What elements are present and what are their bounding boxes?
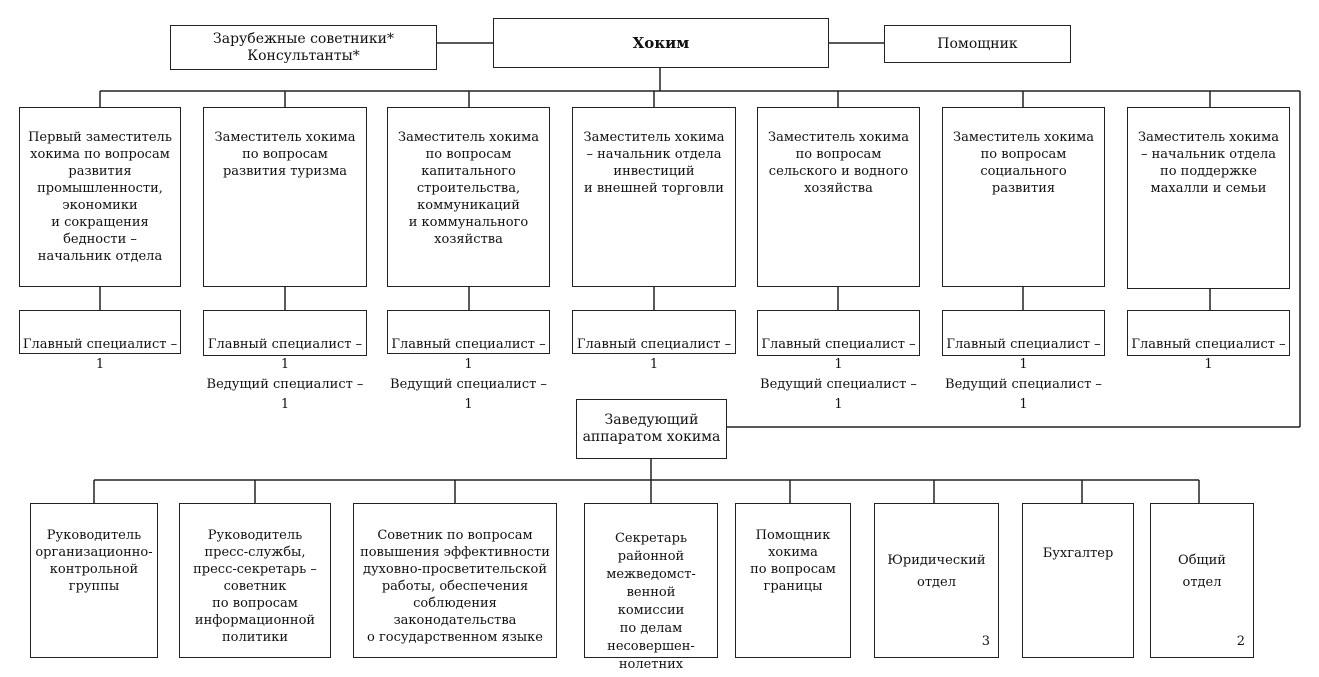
unit-title: Общий отдел [1178,553,1226,590]
unit-box-6: Юридический отдел 3 [874,503,999,658]
deputy-title: Заместитель хокима по вопросам капитальн… [398,130,539,247]
deputy-title: Первый заместитель хокима по вопросам ра… [28,130,172,264]
deputy-box-1: Первый заместитель хокима по вопросам ра… [19,107,181,287]
unit-box-2: Руководитель пресс-службы, пресс-секрета… [179,503,331,658]
unit-title: Руководитель пресс-службы, пресс-секрета… [193,528,317,645]
apparatus-head-label: Заведующий аппаратом хокима [582,412,721,445]
unit-title: Юридический отдел [887,553,986,590]
deputy-title: Заместитель хокима по вопросам социально… [953,130,1094,196]
staff-box-3: Главный специалист – 1 Ведущий специалис… [387,310,550,412]
staff-label: Главный специалист – 1 Ведущий специалис… [945,337,1102,412]
staff-label: Главный специалист – 1 [576,337,732,372]
staff-label: Главный специалист – 1 Ведущий специалис… [760,337,917,412]
unit-box-1: Руководитель организационно- контрольной… [30,503,158,658]
unit-box-3: Советник по вопросам повышения эффективн… [353,503,557,658]
deputy-title: Заместитель хокима по вопросам развития … [214,130,356,179]
deputy-title: Заместитель хокима по вопросам сельского… [768,130,909,196]
unit-title: Секретарь районной межведомст- венной ко… [606,531,696,672]
unit-box-8: Общий отдел 2 [1150,503,1254,658]
head-box: Хоким [493,18,829,68]
unit-title: Советник по вопросам повышения эффективн… [360,528,550,645]
unit-box-4: Секретарь районной межведомст- венной ко… [584,503,718,672]
staff-box-6: Главный специалист – 1 Ведущий специалис… [942,310,1105,412]
deputy-box-4: Заместитель хокима – начальник отдела ин… [572,107,736,287]
deputy-box-5: Заместитель хокима по вопросам сельского… [757,107,920,287]
staff-box-1: Главный специалист – 1 [19,310,181,372]
advisors-label: Зарубежные советники* Консультанты* [213,30,394,64]
deputy-box-2: Заместитель хокима по вопросам развития … [203,107,367,287]
deputy-box-6: Заместитель хокима по вопросам социально… [942,107,1105,287]
unit-box-7: Бухгалтер [1022,503,1134,658]
assistant-label: Помощник [937,35,1018,52]
deputy-box-7: Заместитель хокима – начальник отдела по… [1127,107,1290,289]
staff-label: Главный специалист – 1 [22,337,178,372]
staff-box-7: Главный специалист – 1 [1127,310,1290,372]
staff-box-4: Главный специалист – 1 [572,310,736,372]
head-label: Хоким [632,33,690,52]
advisors-box: Зарубежные советники* Консультанты* [170,25,437,70]
deputy-title: Заместитель хокима – начальник отдела по… [1138,130,1279,196]
staff-label: Главный специалист – 1 Ведущий специалис… [390,337,547,412]
deputy-box-3: Заместитель хокима по вопросам капитальн… [387,107,550,287]
staff-box-2: Главный специалист – 1 Ведущий специалис… [203,310,367,412]
unit-count: 3 [981,634,990,649]
assistant-box: Помощник [884,25,1071,63]
deputy-title: Заместитель хокима – начальник отдела ин… [583,130,725,196]
staff-label: Главный специалист – 1 [1131,337,1286,372]
unit-title: Руководитель организационно- контрольной… [35,528,153,594]
unit-box-5: Помощник хокима по вопросам границы [735,503,851,658]
apparatus-head-box: Заведующий аппаратом хокима [576,399,727,459]
unit-count: 2 [1236,634,1245,649]
unit-title: Бухгалтер [1042,546,1114,561]
staff-box-5: Главный специалист – 1 Ведущий специалис… [757,310,920,412]
unit-title: Помощник хокима по вопросам границы [750,528,836,594]
staff-label: Главный специалист – 1 Ведущий специалис… [206,337,364,412]
